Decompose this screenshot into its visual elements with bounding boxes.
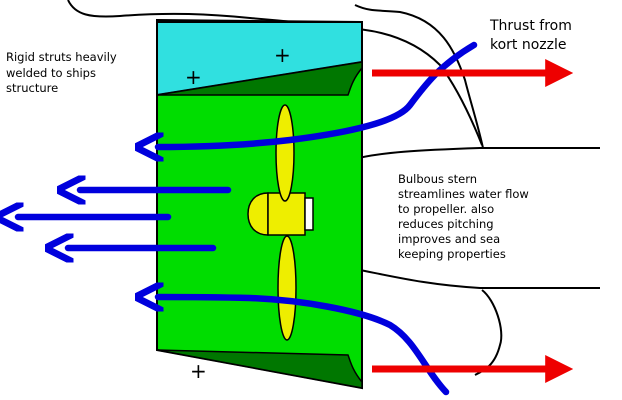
stern-annotation-line: keeping properties	[398, 247, 506, 261]
water-flow-upper-arrow	[158, 41, 478, 147]
propeller-blade-upper	[275, 104, 295, 202]
thrust-annotation-line: Thrust from	[490, 18, 572, 34]
propeller-hub	[247, 192, 269, 236]
stern-annotation: Bulbous stern streamlines water flow to …	[398, 172, 529, 262]
stern-annotation-line: reduces pitching	[398, 217, 494, 231]
stern-lower-outline	[474, 289, 503, 376]
struts-annotation: Rigid struts heavily welded to ships str…	[6, 50, 117, 97]
struts-annotation-line: welded to ships	[6, 65, 96, 80]
stern-annotation-line: streamlines water flow	[398, 187, 529, 201]
stern-annotation-line: to propeller. also	[398, 202, 495, 216]
hull-outline-rear	[354, 4, 484, 149]
thrust-annotation: Thrust from kort nozzle	[490, 17, 572, 55]
nozzle-upper-shadow	[156, 61, 363, 96]
propeller-blade-lower	[277, 235, 297, 341]
nozzle-lower-shadow	[156, 349, 363, 389]
plus-mark-strut-left: +	[185, 65, 202, 89]
stern-annotation-line: Bulbous stern	[398, 172, 478, 186]
thrust-annotation-line: kort nozzle	[490, 37, 567, 53]
plus-mark-lower: +	[190, 359, 207, 383]
stern-annotation-line: improves and sea	[398, 232, 501, 246]
water-flow-lower-arrow	[158, 297, 450, 396]
struts-annotation-line: structure	[6, 81, 59, 95]
propeller-shaft	[304, 197, 314, 231]
plus-mark-strut-right: +	[274, 43, 291, 67]
struts-annotation-line: Rigid struts heavily	[6, 50, 117, 64]
